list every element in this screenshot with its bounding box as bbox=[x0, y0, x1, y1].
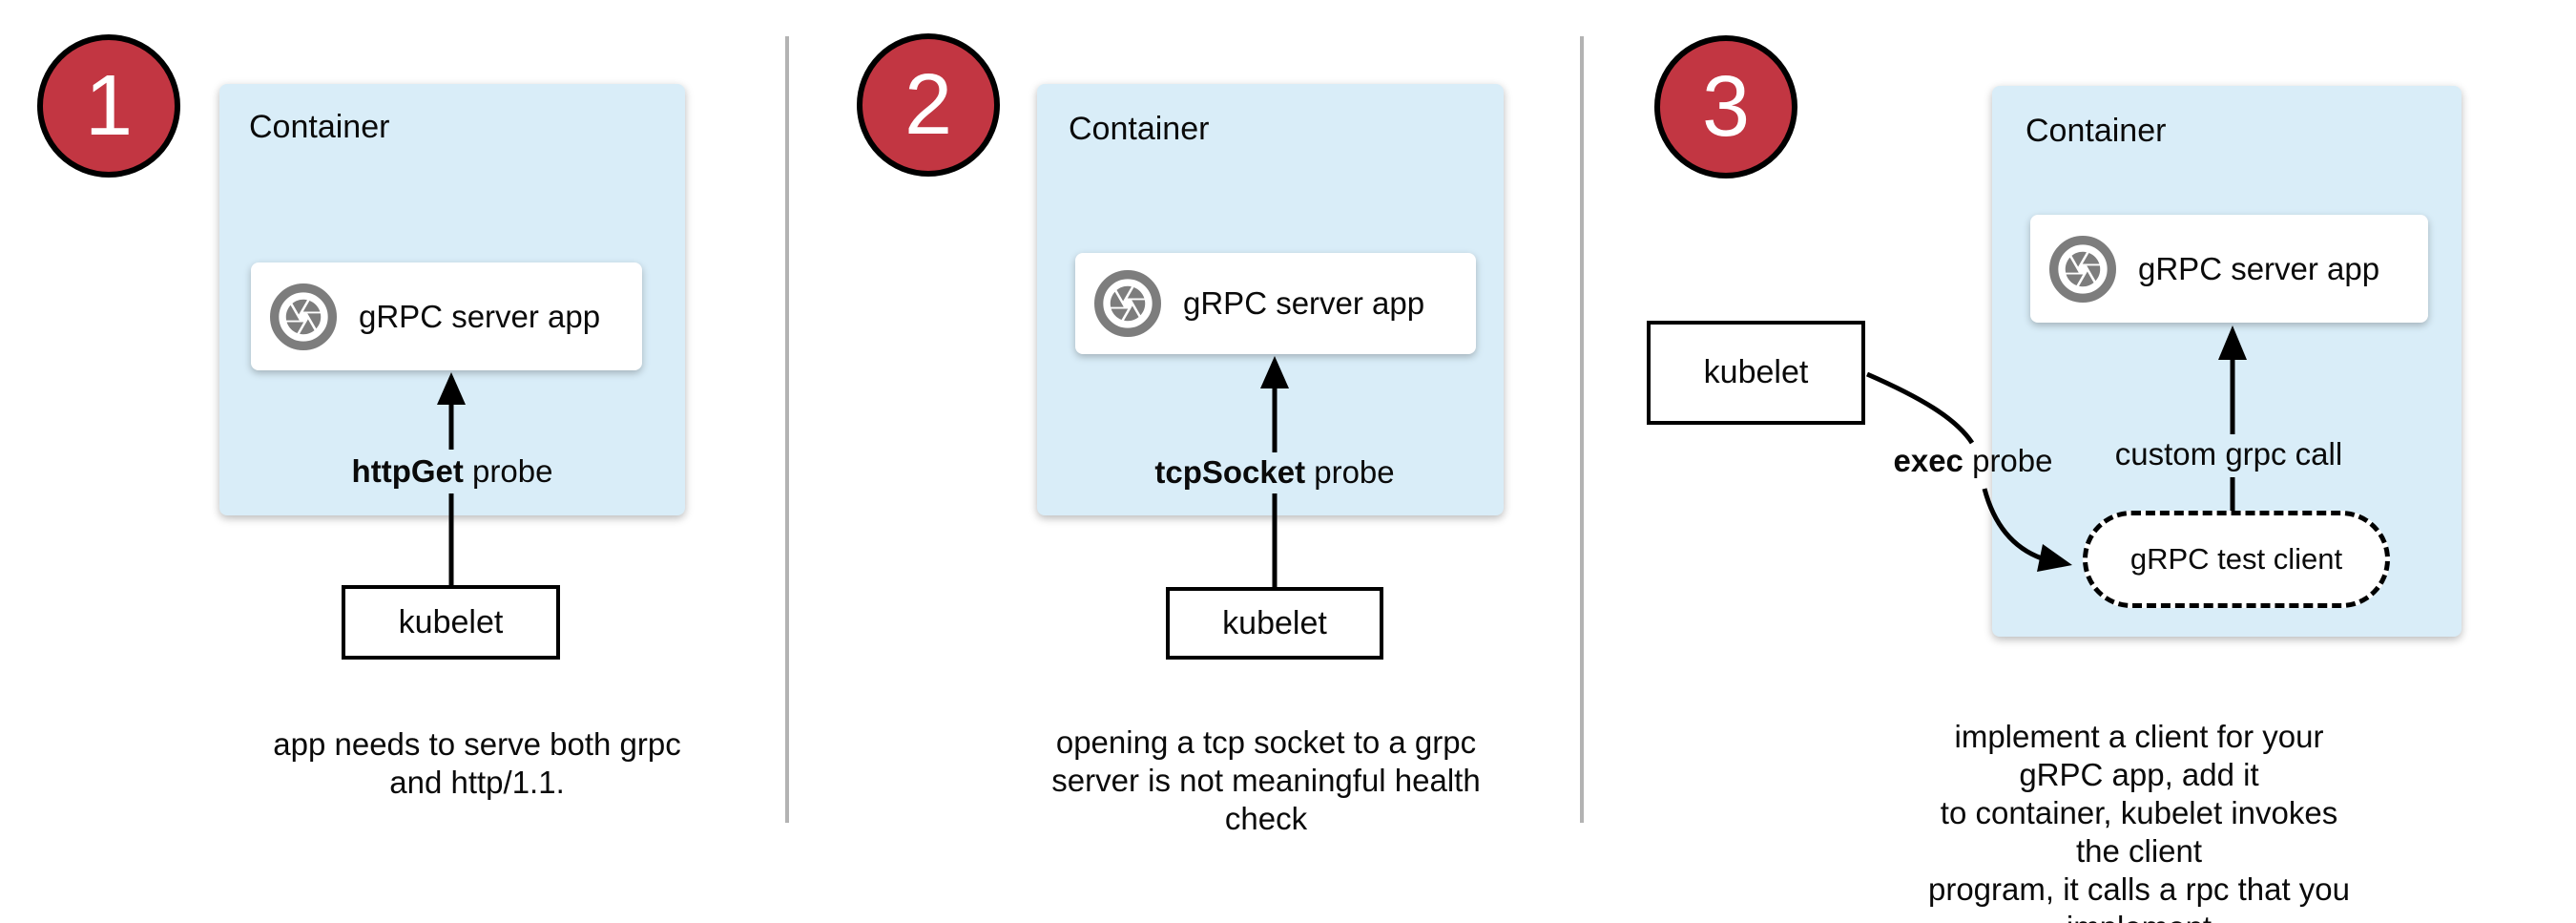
kubelet-box-2: kubelet bbox=[1166, 587, 1383, 660]
caption-2: opening a tcp socket to a grpc server is… bbox=[1051, 724, 1481, 836]
probe-kind: httpGet bbox=[351, 453, 464, 489]
step-1-badge: 1 bbox=[37, 34, 180, 178]
grpc-server-card-1: gRPC server app bbox=[251, 262, 642, 370]
exec-arrow-upper bbox=[1865, 371, 1975, 445]
kubelet-box-1: kubelet bbox=[342, 585, 560, 660]
grpc-server-label-3: gRPC server app bbox=[2138, 250, 2380, 286]
probe-word: probe bbox=[1305, 454, 1395, 490]
caption-1: app needs to serve both grpc and http/1.… bbox=[273, 726, 681, 800]
caption-3: implement a client for your gRPC app, ad… bbox=[1927, 719, 2351, 923]
container-label-1: Container bbox=[249, 109, 390, 145]
probe-label-tcpsocket: tcpSocket probe bbox=[1154, 454, 1394, 491]
grpc-server-label-2: gRPC server app bbox=[1183, 285, 1425, 321]
kubelet-label-2: kubelet bbox=[1222, 604, 1327, 641]
grpc-test-client-pill: gRPC test client bbox=[2083, 511, 2390, 608]
probe-kind: tcpSocket bbox=[1154, 454, 1306, 490]
kubelet-label-3: kubelet bbox=[1703, 354, 1809, 390]
step-1-number: 1 bbox=[84, 58, 134, 154]
grpc-server-label-1: gRPC server app bbox=[359, 298, 601, 334]
panel-divider-2 bbox=[1580, 36, 1584, 823]
probe-label-exec: exec probe bbox=[1894, 443, 2053, 479]
kubelet-label-1: kubelet bbox=[398, 603, 504, 640]
aperture-icon bbox=[270, 283, 337, 350]
panel-divider-1 bbox=[785, 36, 789, 823]
grpc-server-card-2: gRPC server app bbox=[1075, 253, 1476, 354]
step-2-number: 2 bbox=[904, 57, 953, 153]
probe-word: probe bbox=[463, 453, 553, 489]
step-3-badge: 3 bbox=[1654, 35, 1797, 178]
probe-kind: exec bbox=[1893, 443, 1963, 478]
aperture-icon bbox=[1094, 270, 1161, 337]
probe-word: probe bbox=[1963, 443, 2053, 478]
kubelet-box-3: kubelet bbox=[1647, 321, 1865, 425]
container-label-3: Container bbox=[2025, 113, 2167, 149]
container-label-2: Container bbox=[1069, 111, 1210, 147]
aperture-icon bbox=[2049, 235, 2116, 303]
grpc-server-card-3: gRPC server app bbox=[2030, 215, 2428, 323]
grpc-test-client-label: gRPC test client bbox=[2129, 542, 2343, 576]
step-2-badge: 2 bbox=[857, 33, 1000, 177]
custom-grpc-call-label: custom grpc call bbox=[2114, 436, 2343, 472]
probe-label-httpget: httpGet probe bbox=[352, 453, 553, 490]
step-3-number: 3 bbox=[1701, 59, 1751, 155]
